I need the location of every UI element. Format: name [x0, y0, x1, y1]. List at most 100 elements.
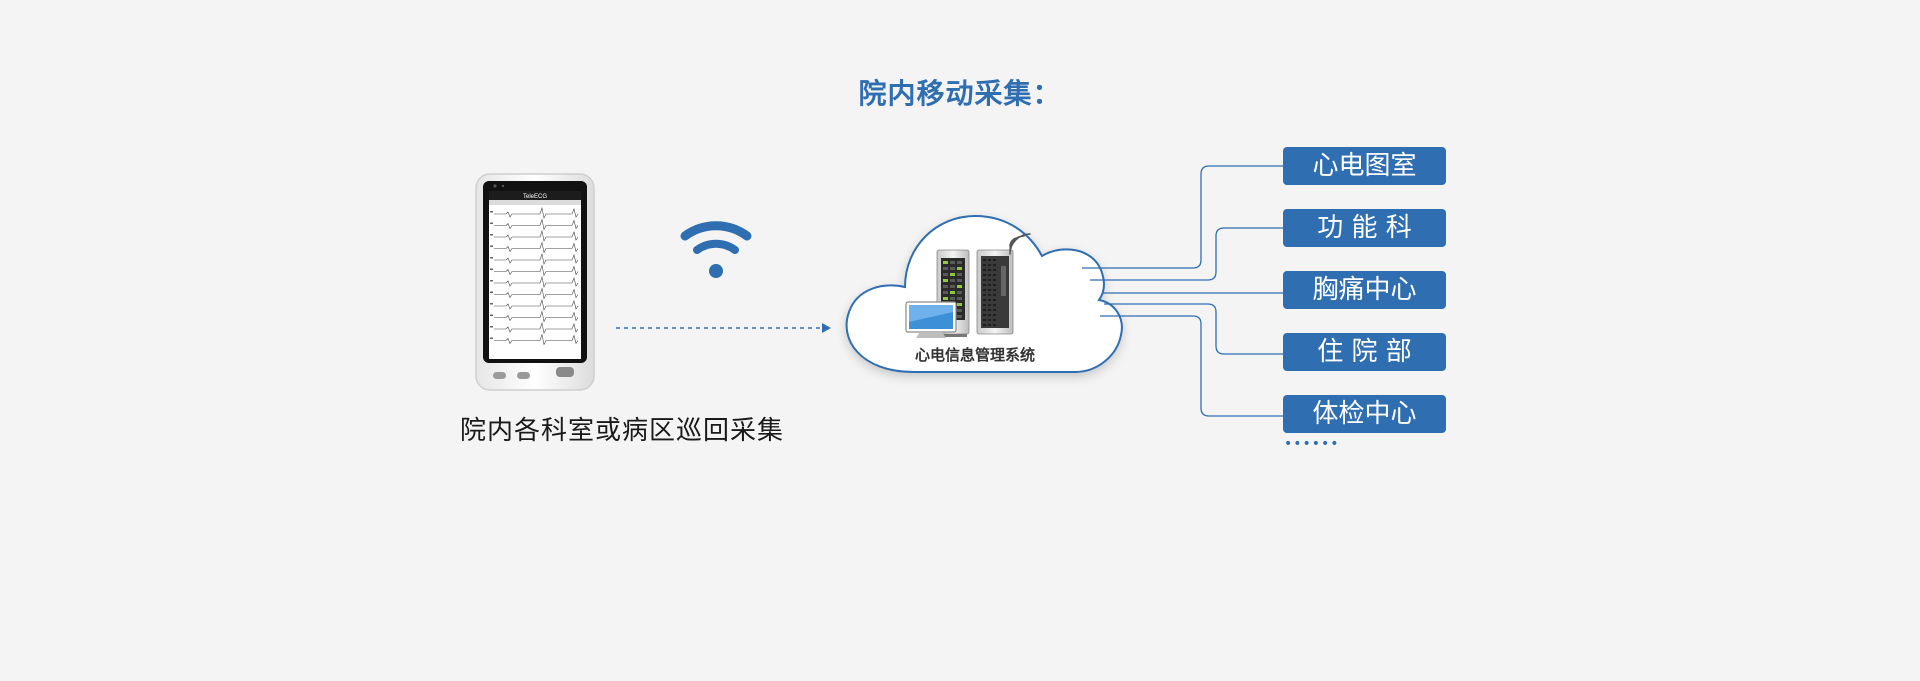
tower-vent [988, 314, 991, 316]
tower-vent [993, 304, 996, 306]
ecg-lead-marker [490, 303, 493, 305]
device-button-mid [517, 372, 530, 379]
device-caption: 院内各科室或病区巡回采集 [460, 416, 785, 446]
rack-slot [950, 267, 955, 270]
ecg-lead-marker [490, 314, 493, 316]
tower-vent [993, 264, 996, 266]
device-button-left [493, 372, 506, 379]
ecg-lead-trace [494, 275, 579, 288]
tower-vent [988, 259, 991, 261]
ecg-lead-marker [490, 291, 493, 293]
tower-vent [988, 309, 991, 311]
department-ecg-room: 心电图室 [1283, 147, 1446, 185]
tower-vent [983, 259, 986, 261]
rack-slot [950, 297, 955, 300]
department-health-checkup: 体检中心 [1283, 395, 1446, 433]
monitor-icon [905, 301, 957, 338]
rack-slot [957, 267, 962, 270]
tower-vent [983, 294, 986, 296]
tower-vent [988, 299, 991, 301]
rack-slot [950, 291, 955, 294]
tower-vent [993, 294, 996, 296]
ecg-lead-trace [494, 298, 579, 311]
tower-vent [993, 324, 996, 326]
device-button-right [556, 367, 574, 377]
tower-vent [988, 274, 991, 276]
tower-vent [983, 284, 986, 286]
rack-slot [950, 279, 955, 282]
tower-vent [993, 279, 996, 281]
ecg-lead-trace [494, 241, 579, 254]
ecg-lead-trace [494, 333, 579, 346]
ecg-lead-trace [494, 321, 579, 334]
ecg-lead-marker [490, 268, 493, 270]
ecg-lead-marker [490, 337, 493, 339]
ecg-lead-trace [494, 252, 579, 265]
tower-vent [988, 279, 991, 281]
rack-slot [957, 309, 962, 312]
more-indicator: •••••• [1284, 436, 1340, 452]
tower-vent [983, 304, 986, 306]
tower-vent [993, 314, 996, 316]
rack-slot [950, 285, 955, 288]
rack-slot [957, 315, 962, 318]
tower-vent [988, 294, 991, 296]
tower-vent [988, 269, 991, 271]
rack-slot [943, 291, 948, 294]
ecg-lead-trace [494, 206, 579, 219]
ecg-lead-trace [494, 287, 579, 300]
tower-vent [993, 274, 996, 276]
tower-vent [988, 264, 991, 266]
wifi-icon [680, 221, 752, 278]
ecg-lead-marker [490, 257, 493, 259]
rack-slot [957, 291, 962, 294]
ecg-lead-marker [490, 211, 493, 213]
ecg-lead-marker [490, 234, 493, 236]
department-function: 功 能 科 [1283, 209, 1446, 247]
tower-vent [988, 304, 991, 306]
rack-slot [943, 285, 948, 288]
rack-slot [943, 273, 948, 276]
tower-vent [983, 299, 986, 301]
tower-vent [988, 284, 991, 286]
ecg-lead-trace [494, 218, 579, 231]
ecg-lead-marker [490, 245, 493, 247]
tower-vent [993, 284, 996, 286]
screen-header [489, 191, 581, 200]
tower-vent [983, 264, 986, 266]
rack-slot [957, 261, 962, 264]
connector-4 [1104, 303, 1283, 355]
tower-vent [988, 289, 991, 291]
server-tower-icon [976, 249, 1014, 335]
camera-dot [493, 184, 497, 188]
ecg-lead-marker [490, 280, 493, 282]
screen-toolbar [489, 200, 581, 205]
tower-vent [993, 319, 996, 321]
ecg-lead-marker [490, 326, 493, 328]
rack-slot [957, 279, 962, 282]
tower-vent [993, 269, 996, 271]
ecg-lead-marker [490, 222, 493, 224]
connection-arrow [616, 323, 831, 333]
rack-slot [957, 303, 962, 306]
server-signal-icon [1009, 233, 1031, 255]
connector-1 [1082, 165, 1283, 269]
device-screen [489, 191, 581, 359]
department-inpatient: 住 院 部 [1283, 333, 1446, 371]
ecg-lead-trace [494, 229, 579, 242]
ecg-traces [490, 206, 579, 346]
tower-vent [993, 309, 996, 311]
ecg-lead-trace [494, 264, 579, 277]
rack-slot [943, 279, 948, 282]
tower-vent [983, 269, 986, 271]
tower-vent [993, 289, 996, 291]
tower-vent [983, 319, 986, 321]
page-title: 院内移动采集： [858, 77, 1062, 110]
tower-vent [993, 259, 996, 261]
ecg-lead-trace [494, 310, 579, 323]
rack-slot [943, 267, 948, 270]
cloud-label: 心电信息管理系统 [915, 346, 1035, 364]
connector-2 [1090, 227, 1283, 281]
